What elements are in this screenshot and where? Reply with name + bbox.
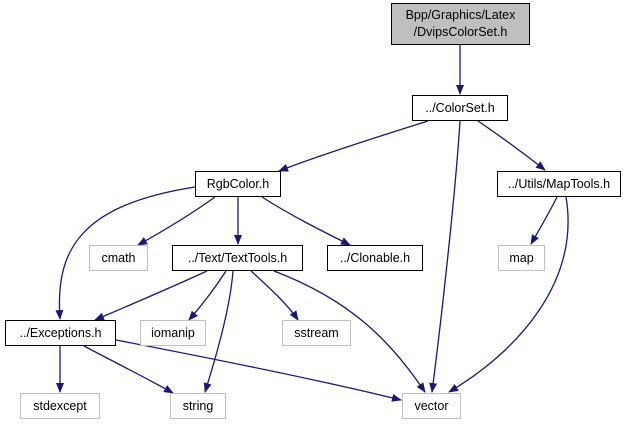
edge-maptools-to-map xyxy=(530,196,558,245)
edge-texttools-to-exceptions xyxy=(94,270,208,321)
node-stdexcept: stdexcept xyxy=(20,393,100,419)
node-colorset[interactable]: ../ColorSet.h xyxy=(412,95,508,121)
node-texttools[interactable]: ../Text/TextTools.h xyxy=(172,245,303,271)
edge-colorset-to-vector xyxy=(429,120,461,393)
edge-texttools-to-sstream xyxy=(250,270,299,321)
node-rgbcolor[interactable]: RgbColor.h xyxy=(195,171,281,197)
edge-rgbcolor-to-exceptions xyxy=(55,186,196,320)
node-maptools[interactable]: ../Utils/MapTools.h xyxy=(497,171,621,197)
node-dvipscolorset[interactable]: Bpp/Graphics/Latex /DvipsColorSet.h xyxy=(391,3,530,45)
node-iomanip: iomanip xyxy=(140,320,206,346)
node-exceptions[interactable]: ../Exceptions.h xyxy=(5,320,116,346)
edge-texttools-to-iomanip xyxy=(188,270,227,321)
node-sstream: sstream xyxy=(282,320,351,346)
edge-colorset-to-maptools xyxy=(477,120,546,171)
node-cmath: cmath xyxy=(89,245,148,271)
edge-rgbcolor-to-clonable xyxy=(261,196,351,246)
edge-exceptions-to-vector xyxy=(115,339,402,402)
node-clonable[interactable]: ../Clonable.h xyxy=(327,245,423,271)
edge-maptools-to-vector xyxy=(448,196,569,393)
edge-texttools-to-vector xyxy=(273,270,426,393)
edge-texttools-to-string xyxy=(203,270,234,393)
node-label-line-2: /DvipsColorSet.h xyxy=(413,25,508,39)
edge-rgbcolor-to-cmath xyxy=(137,196,216,246)
node-label-line-1: Bpp/Graphics/Latex xyxy=(405,8,516,22)
node-vector: vector xyxy=(402,393,461,419)
node-string: string xyxy=(170,393,226,419)
node-map: map xyxy=(498,245,545,271)
edge-exceptions-to-string xyxy=(83,345,174,394)
edge-colorset-to-rgbcolor xyxy=(278,120,429,172)
